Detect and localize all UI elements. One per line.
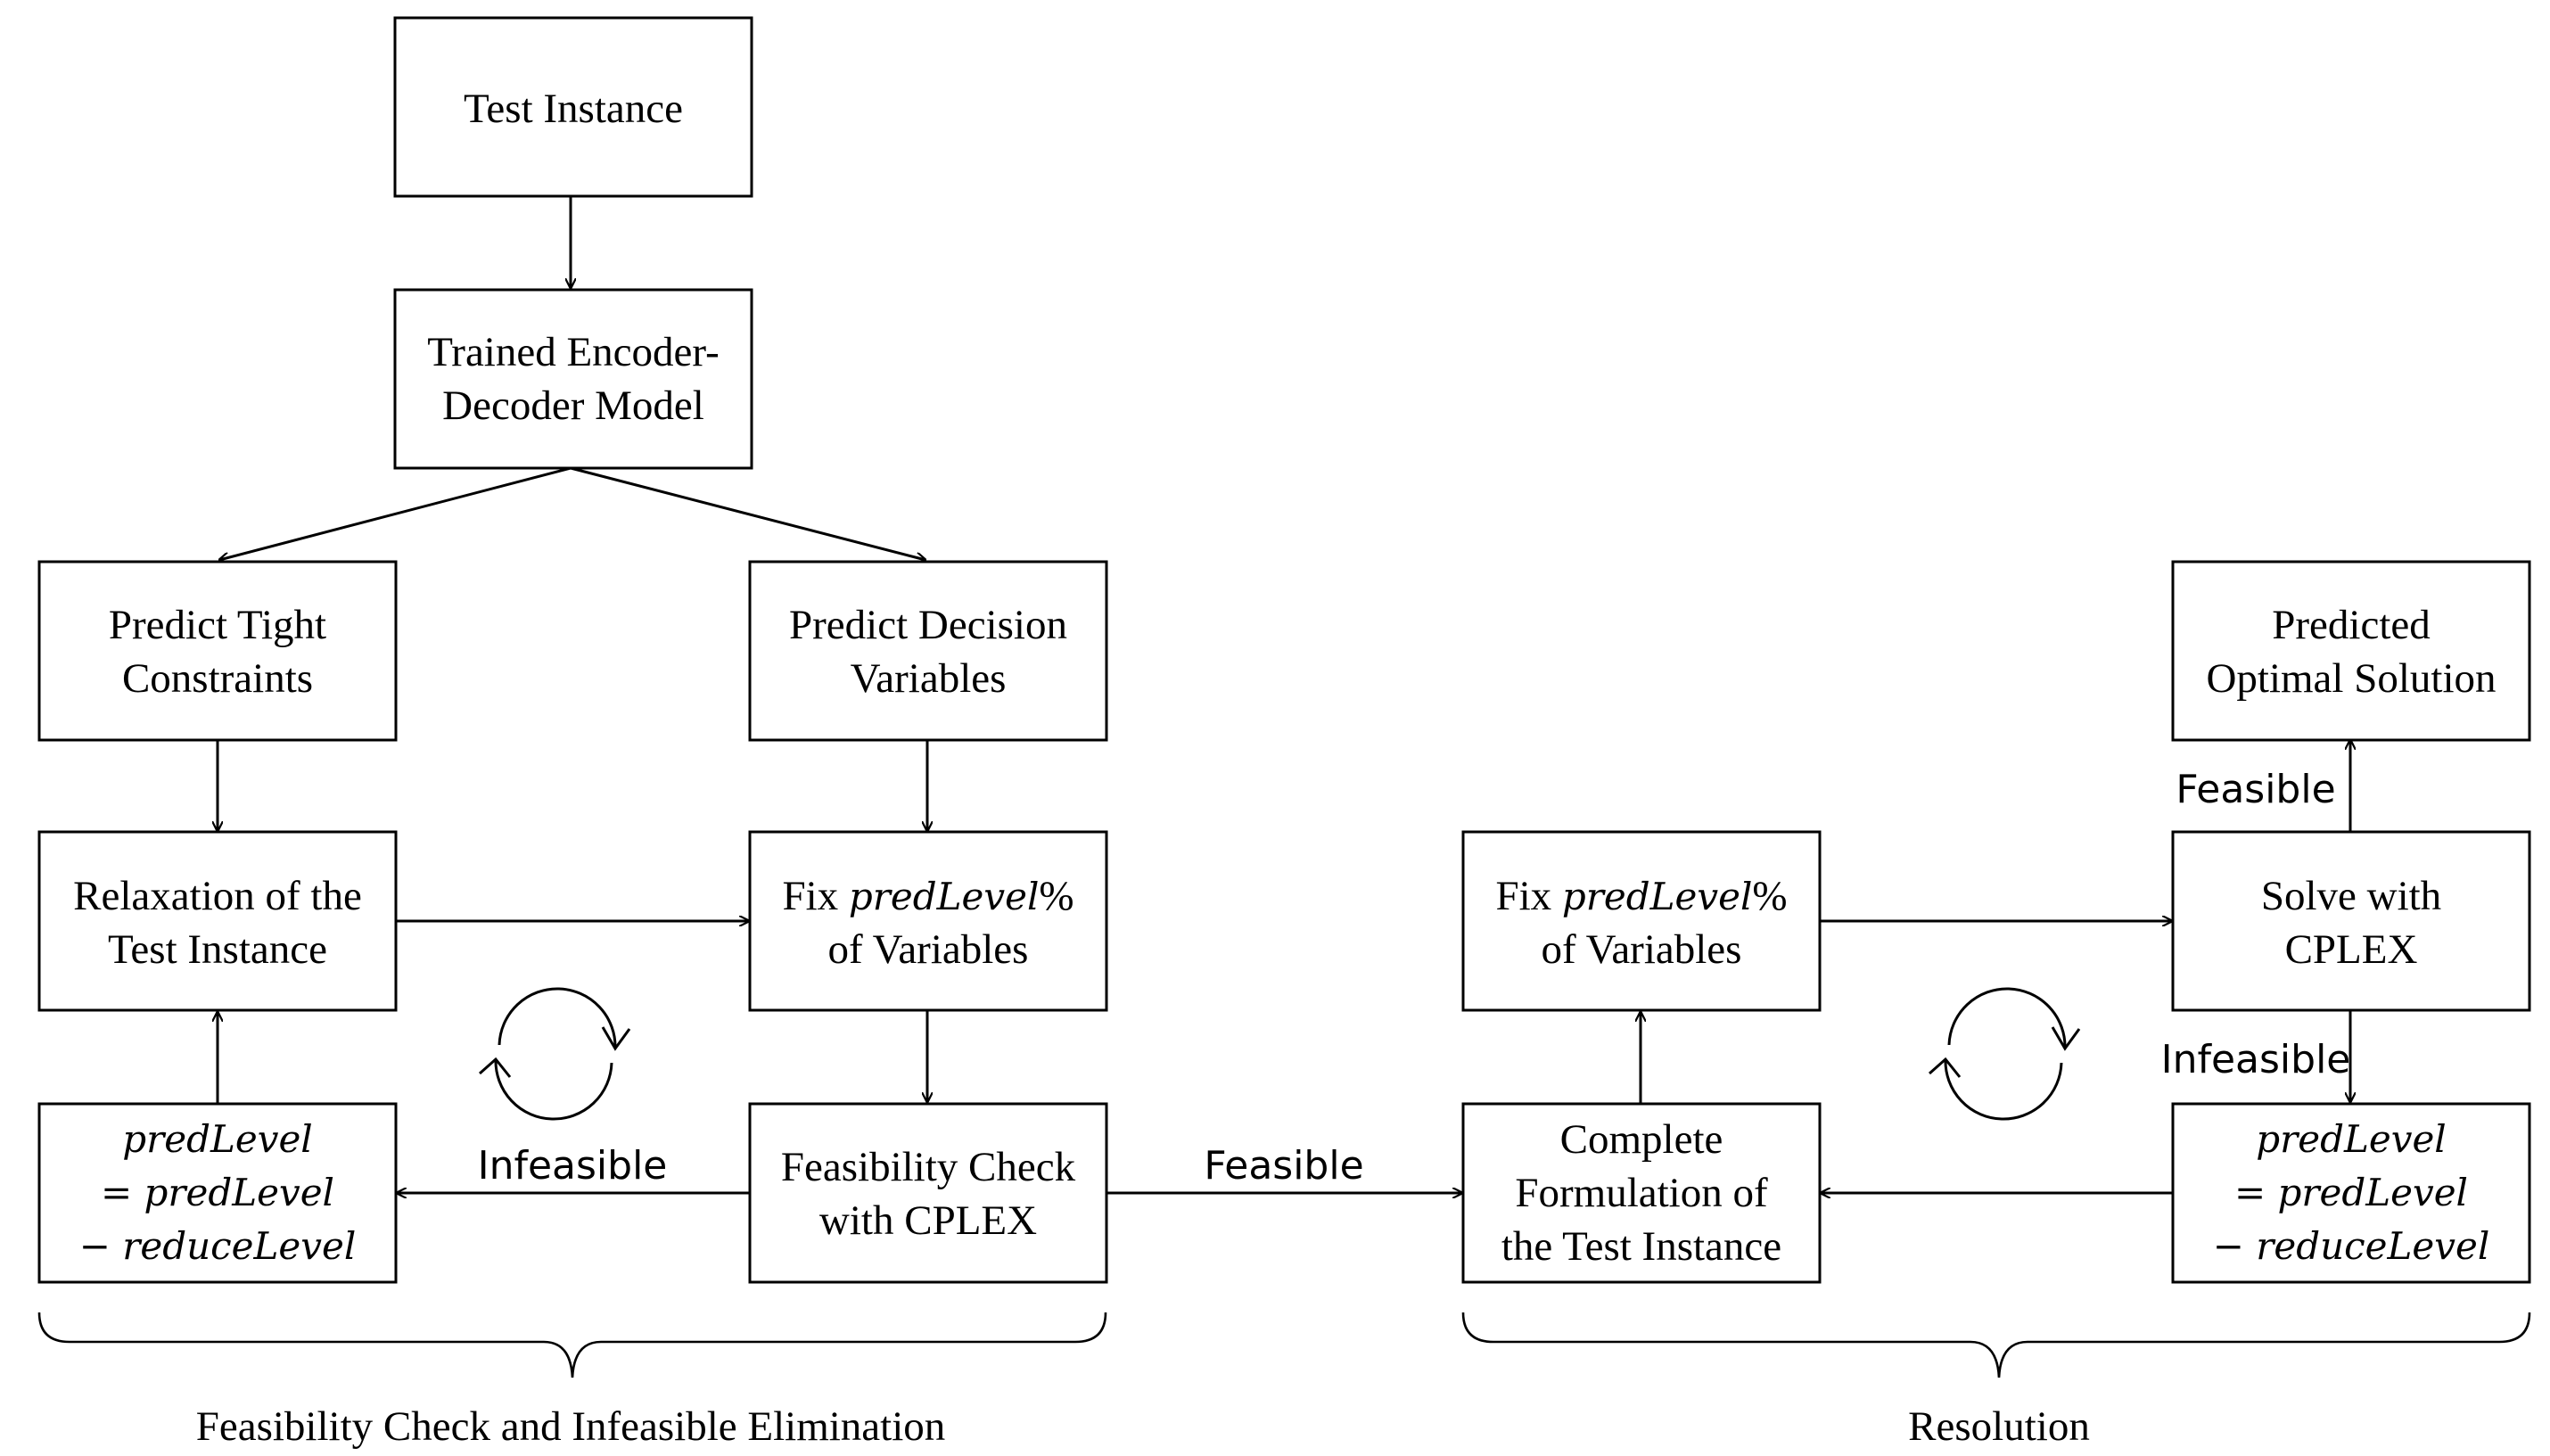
- node-solve-cplex-line2: CPLEX: [2285, 926, 2418, 973]
- node-feasibility-check-line1: Feasibility Check: [781, 1144, 1076, 1190]
- node-relaxation-line2: Test Instance: [108, 926, 327, 973]
- node-solve-cplex: Solve with CPLEX: [2171, 830, 2531, 1012]
- node-feasibility-check: Feasibility Check with CPLEX: [748, 1102, 1108, 1284]
- edge-model-to-decision: [570, 466, 925, 560]
- node-pred-level-right-line3: − reduceLevel: [2213, 1224, 2490, 1268]
- node-predicted-optimal-line1: Predicted: [2272, 602, 2431, 648]
- node-encoder-decoder: Trained Encoder- Decoder Model: [393, 288, 753, 470]
- node-test-instance-label: Test Instance: [464, 86, 683, 132]
- node-complete-formulation: Complete Formulation of the Test Instanc…: [1461, 1102, 1822, 1284]
- node-complete-formulation-line3: the Test Instance: [1501, 1223, 1781, 1270]
- node-pred-level-right-line1: predLevel: [2256, 1117, 2446, 1161]
- node-pred-level-left: predLevel = predLevel − reduceLevel: [37, 1102, 398, 1284]
- group-brace-right: [1461, 1312, 2531, 1378]
- node-predicted-optimal-line2: Optimal Solution: [2206, 655, 2496, 702]
- edge-label-feasible-middle: Feasible: [1204, 1143, 1363, 1189]
- node-complete-formulation-line1: Complete: [1560, 1116, 1723, 1163]
- node-predict-decision-line2: Variables: [851, 655, 1007, 702]
- node-feasibility-check-line2: with CPLEX: [819, 1197, 1037, 1244]
- node-predict-decision: Predict Decision Variables: [748, 560, 1108, 742]
- node-predict-tight-line1: Predict Tight: [109, 602, 326, 648]
- node-complete-formulation-line2: Formulation of: [1515, 1170, 1768, 1216]
- node-fix-right-line2: of Variables: [1542, 926, 1742, 973]
- group-brace-left: [37, 1312, 1107, 1378]
- node-encoder-decoder-line1: Trained Encoder-: [427, 329, 720, 375]
- node-fix-right: Fix predLevel% of Variables: [1461, 830, 1822, 1012]
- node-pred-level-right-line2: = predLevel: [2234, 1171, 2468, 1214]
- node-relaxation: Relaxation of the Test Instance: [37, 830, 398, 1012]
- node-pred-level-left-line2: = predLevel: [101, 1171, 334, 1214]
- group-caption-right: Resolution: [1908, 1403, 2090, 1450]
- edge-label-infeasible-left: Infeasible: [478, 1143, 668, 1189]
- node-pred-level-left-line3: − reduceLevel: [79, 1224, 357, 1268]
- node-fix-left-line1: Fix predLevel%: [782, 873, 1073, 919]
- cycle-icon: [1929, 987, 2081, 1121]
- node-fix-left: Fix predLevel% of Variables: [748, 830, 1108, 1012]
- node-predict-tight: Predict Tight Constraints: [37, 560, 398, 742]
- node-pred-level-right: predLevel = predLevel − reduceLevel: [2171, 1102, 2531, 1284]
- node-fix-right-line1: Fix predLevel%: [1495, 873, 1787, 919]
- edge-label-feasible-top: Feasible: [2176, 767, 2335, 812]
- edge-label-infeasible-right: Infeasible: [2161, 1037, 2351, 1082]
- node-predicted-optimal: Predicted Optimal Solution: [2171, 560, 2531, 742]
- node-relaxation-line1: Relaxation of the: [73, 873, 362, 919]
- node-predict-decision-line1: Predict Decision: [789, 602, 1067, 648]
- node-fix-left-line2: of Variables: [828, 926, 1029, 973]
- node-encoder-decoder-line2: Decoder Model: [442, 383, 704, 429]
- cycle-icon: [479, 987, 631, 1121]
- node-solve-cplex-line1: Solve with: [2261, 873, 2441, 919]
- group-caption-left: Feasibility Check and Infeasible Elimina…: [196, 1403, 946, 1450]
- node-predict-tight-line2: Constraints: [122, 655, 313, 702]
- node-pred-level-left-line1: predLevel: [122, 1117, 312, 1161]
- edges: [218, 196, 2350, 1193]
- node-test-instance: Test Instance: [393, 16, 753, 198]
- edge-model-to-tight: [219, 466, 572, 560]
